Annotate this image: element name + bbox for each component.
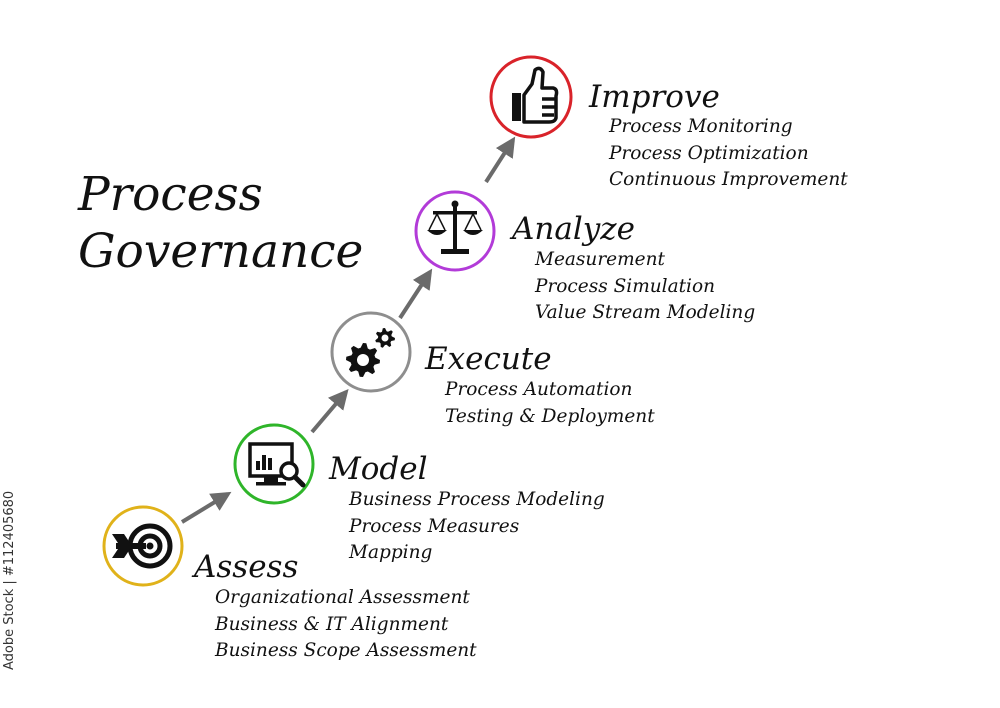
stage-item: Business & IT Alignment	[215, 613, 449, 635]
stage-item: Mapping	[349, 542, 433, 563]
stage-item: Process Simulation	[535, 275, 716, 297]
title-line-1: Process	[78, 167, 263, 222]
stage-items-analyze: Measurement Process Simulation Value Str…	[535, 247, 755, 327]
scales-icon	[427, 200, 483, 254]
connector-arrows	[180, 136, 516, 524]
stage-item: Testing & Deployment	[445, 405, 655, 427]
stage-title-model: Model	[329, 451, 428, 487]
title-line-2: Governance	[78, 224, 364, 279]
stage-items-execute: Process Automation Testing & Deployment	[445, 377, 655, 430]
stage-item: Organizational Assessment	[215, 587, 470, 608]
stage-items-improve: Process Monitoring Process Optimization …	[609, 114, 848, 194]
stage-item: Process Automation	[445, 379, 633, 400]
stage-item: Process Measures	[349, 515, 520, 537]
stage-item: Process Monitoring	[609, 116, 793, 137]
stage-item: Business Scope Assessment	[215, 640, 477, 661]
stock-watermark: Adobe Stock | #112405680	[2, 490, 17, 670]
arrow-model-to-execute	[310, 388, 349, 434]
target-arrow-icon	[112, 523, 173, 569]
thumbs-up-icon	[512, 66, 559, 124]
arrow-analyze-to-improve	[484, 136, 516, 184]
stage-item: Continuous Improvement	[609, 169, 848, 190]
stage-item: Business Process Modeling	[349, 489, 605, 510]
arrow-assess-to-model	[180, 491, 232, 524]
stage-item: Value Stream Modeling	[535, 302, 756, 323]
stage-item: Measurement	[535, 249, 665, 270]
stage-title-assess: Assess	[194, 549, 299, 585]
diagram-title: Process Governance	[78, 166, 438, 280]
gears-icon	[346, 328, 395, 377]
stage-circle-model	[233, 423, 315, 505]
arrow-execute-to-analyze	[398, 268, 433, 320]
stage-circle-execute	[330, 311, 412, 393]
stage-title-improve: Improve	[589, 79, 720, 115]
stage-circle-improve	[489, 55, 573, 139]
stage-items-assess: Organizational Assessment Business & IT …	[215, 585, 477, 665]
stage-circle-analyze	[414, 190, 496, 272]
stage-items-model: Business Process Modeling Process Measur…	[349, 487, 605, 567]
stage-item: Process Optimization	[609, 142, 809, 164]
monitor-magnifier-icon	[248, 442, 306, 488]
stage-title-execute: Execute	[425, 341, 552, 377]
stage-circle-assess	[102, 505, 184, 587]
stage-title-analyze: Analyze	[512, 211, 635, 247]
